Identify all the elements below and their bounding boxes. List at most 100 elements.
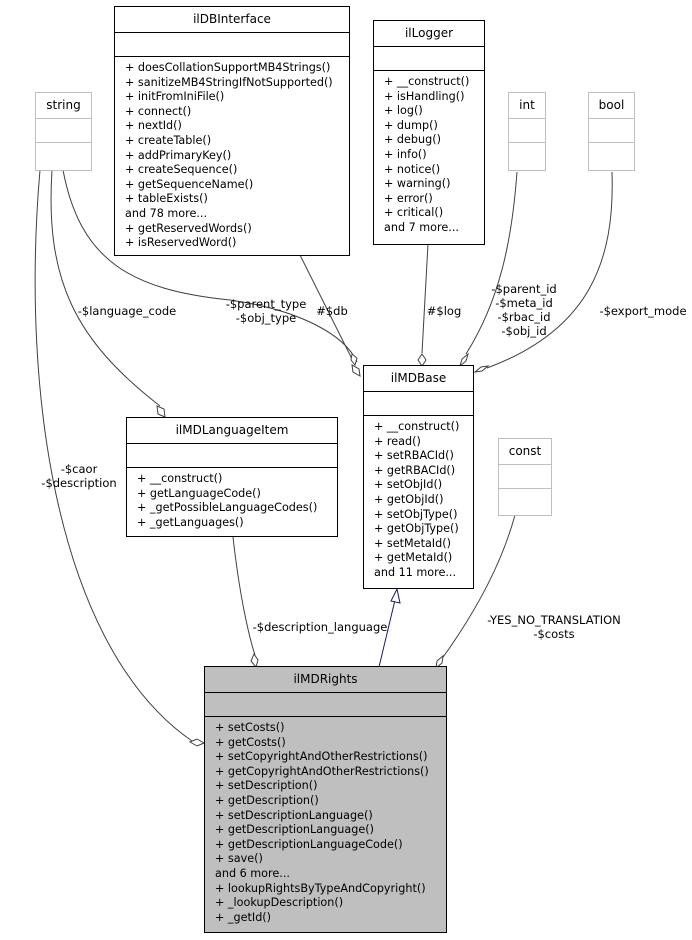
class-name: ilMDRights [205, 667, 446, 693]
method: + read() [374, 434, 421, 448]
edge-label-language-code: -$language_code [77, 304, 177, 318]
attributes-section [499, 465, 551, 489]
attributes-section [374, 47, 484, 71]
edge-label-parent-type: -$parent_type -$obj_type [226, 297, 307, 325]
method: + error() [384, 191, 433, 205]
class-name: bool [589, 93, 634, 119]
diamond-caor [188, 738, 206, 747]
diamond-parent-type [351, 364, 361, 377]
diamond-log [417, 353, 427, 367]
method: + getObjType() [374, 522, 459, 536]
method: + _getLanguages() [137, 515, 244, 529]
method: + getReservedWords() [125, 221, 252, 235]
more-methods: and 7 more... [384, 220, 459, 234]
edge-label-line: -$parent_type [225, 297, 307, 311]
method: + createTable() [125, 133, 212, 147]
edge-label-costs: -YES_NO_TRANSLATION -$costs [487, 613, 621, 641]
method: + getDescriptionLanguageCode() [215, 837, 403, 851]
method: + addPrimaryKey() [125, 148, 232, 162]
class-name: string [36, 93, 91, 119]
method: + getMetaId() [374, 551, 453, 565]
edge-label-line: -$caor [60, 462, 98, 476]
method: + getCosts() [215, 735, 286, 749]
type-const[interactable]: const [498, 438, 552, 516]
edge-parent-type [62, 169, 358, 363]
methods-section: + doesCollationSupportMB4Strings() + san… [115, 57, 349, 253]
method: + warning() [384, 177, 451, 191]
method: + setObjId() [374, 478, 443, 492]
methods-section: + setCosts() + getCosts() + setCopyright… [205, 717, 446, 927]
method: + doesCollationSupportMB4Strings() [125, 61, 331, 74]
attributes-section [509, 119, 545, 143]
attributes-section [115, 33, 349, 57]
type-int[interactable]: int [508, 92, 546, 171]
edge-label-db: #$db [316, 304, 348, 318]
method: + setCopyrightAndOtherRestrictions() [215, 750, 428, 764]
edge-inheritance [378, 599, 396, 668]
methods-section: + __construct() + isHandling() + log() +… [374, 71, 484, 238]
class-name: int [509, 93, 545, 119]
diamond-ids [459, 352, 469, 368]
method: + nextId() [125, 119, 182, 133]
method: + createSequence() [125, 163, 238, 177]
edge-label-description-language: -$description_language [252, 620, 388, 634]
diamond-language-code [156, 405, 166, 418]
method: + setDescriptionLanguage() [215, 808, 373, 822]
more-methods: and 11 more... [374, 565, 457, 579]
diamond-costs [435, 654, 444, 670]
method: + _getPossibleLanguageCodes() [137, 501, 318, 515]
method: + isHandling() [384, 89, 465, 103]
method: + tableExists() [125, 192, 208, 206]
method: + setDescription() [215, 779, 318, 793]
methods-section: + __construct() + read() + setRBACId() +… [364, 416, 473, 583]
type-string[interactable]: string [35, 92, 92, 171]
edge-ids [465, 171, 518, 355]
method: + getLanguageCode() [137, 486, 261, 500]
edge-label-line: -$meta_id [495, 296, 553, 310]
edge-label-ids: -$parent_id -$meta_id -$rbac_id -$obj_id [491, 282, 556, 338]
class-ilmdbase[interactable]: ilMDBase + __construct() + read() + setR… [363, 365, 474, 589]
attributes-section [205, 693, 446, 717]
method: + info() [384, 147, 427, 161]
method: + __construct() [374, 420, 460, 433]
edge-label-log: #$log [426, 304, 462, 318]
edge-label-export-mode: -$export_mode [599, 304, 687, 318]
edge-costs [440, 514, 516, 661]
method: + _lookupDescription() [215, 896, 344, 910]
attributes-section [36, 119, 91, 143]
method: + getCopyrightAndOtherRestrictions() [215, 764, 429, 778]
methods-section: + __construct() + getLanguageCode() + _g… [127, 468, 337, 532]
diamond-db [350, 353, 358, 367]
method: + critical() [384, 206, 444, 220]
edge-label-caor: -$caor -$description [41, 462, 116, 490]
class-name: ilMDBase [364, 366, 473, 392]
method: + getDescription() [215, 793, 319, 807]
class-ilmdlanguageitem[interactable]: ilMDLanguageItem + __construct() + getLa… [126, 417, 338, 537]
class-name: ilLogger [374, 21, 484, 47]
edge-label-line: -$rbac_id [497, 310, 551, 324]
method: + setObjType() [374, 507, 458, 521]
method: + _getId() [215, 910, 272, 924]
type-bool[interactable]: bool [588, 92, 635, 171]
more-methods: and 78 more... [125, 206, 208, 220]
method: + debug() [384, 133, 441, 147]
method: + getRBACId() [374, 463, 456, 477]
class-ilmdrights[interactable]: ilMDRights + setCosts() + getCosts() + s… [204, 666, 447, 933]
inheritance-arrowhead [390, 587, 401, 604]
class-illogger[interactable]: ilLogger + __construct() + isHandling() … [373, 20, 485, 245]
edge-caor [34, 169, 193, 742]
method: + initFromIniFile() [125, 90, 225, 104]
method: + dump() [384, 118, 438, 132]
class-ildbinterface[interactable]: ilDBInterface + doesCollationSupportMB4S… [114, 6, 350, 256]
edge-db [299, 254, 356, 366]
diamond-export-mode [473, 365, 490, 373]
method: + getObjId() [374, 492, 444, 506]
method: + sanitizeMB4StringIfNotSupported() [125, 75, 333, 89]
method: + save() [215, 852, 263, 866]
edge-language-code [50, 169, 161, 407]
method: + getDescriptionLanguage() [215, 823, 374, 837]
edge-export-mode [486, 171, 613, 369]
diamond-description-language [250, 652, 259, 669]
edge-label-line: -$description [41, 476, 117, 490]
edge-label-line: -$parent_id [491, 282, 557, 296]
